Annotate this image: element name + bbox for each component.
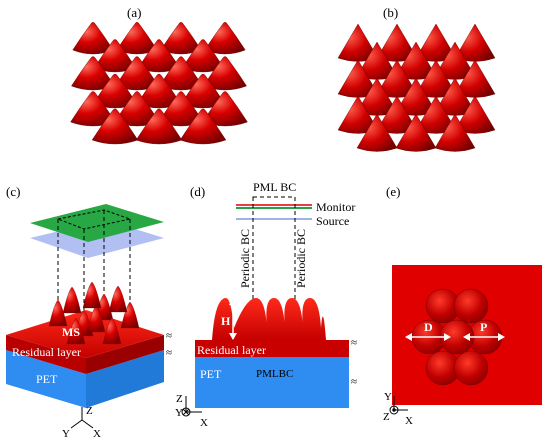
pet-side-right	[86, 350, 164, 408]
diameter-label: D	[424, 320, 433, 334]
pet-label-d: PET	[200, 367, 222, 381]
microstructure-bump	[66, 317, 86, 345]
microstructure-bump	[48, 299, 68, 327]
microstructure-bumps	[48, 281, 140, 345]
source-label: Source	[316, 214, 349, 228]
residual-side-left	[6, 335, 86, 374]
axis-x-label-e: X	[405, 415, 413, 427]
rounded-cone	[116, 22, 158, 55]
rounded-cone	[181, 39, 225, 73]
rounded-cone	[115, 56, 159, 91]
periodic-bc-right-label: Periodic BC	[294, 229, 308, 288]
residual-layer-label: Residual layer	[12, 345, 81, 359]
axis-z-label: Z	[86, 405, 93, 417]
panel-e-top-view: D P Y Z X	[383, 265, 542, 427]
monitor-plane	[30, 204, 164, 242]
axis-z-label-d: Z	[176, 393, 183, 405]
break-symbol: ≈	[166, 330, 172, 342]
panel-c-simulation-domain: MS Residual layer PET ≈ ≈ Z Y X	[6, 204, 172, 440]
unit-cell-outline	[56, 209, 132, 230]
break-symbol: ≈	[351, 376, 357, 388]
pet-side-left	[6, 350, 86, 408]
axis-y-label: Y	[62, 428, 70, 440]
panel-label-a: (a)	[127, 5, 141, 20]
panel-d-cross-section: PML BC Monitor Source Periodic BC Period…	[175, 180, 357, 429]
microstructure-bump	[120, 301, 140, 329]
panel-label-d: (d)	[190, 184, 205, 199]
panel-label-e: (e)	[386, 184, 400, 199]
residual-layer-label-d: Residual layer	[197, 343, 266, 357]
microstructure-bump	[82, 281, 102, 309]
panel-label-b: (b)	[383, 5, 398, 20]
axis-x-label: X	[93, 428, 101, 440]
ms-label: MS	[62, 325, 80, 339]
period-arrow-head	[498, 333, 505, 341]
pet-layer	[195, 357, 349, 408]
break-symbol: ≈	[351, 337, 357, 349]
pml-top-label: PML BC	[253, 180, 296, 194]
height-arrow-head-bottom	[229, 333, 237, 340]
axes-d	[181, 396, 202, 417]
panel-label-c: (c)	[6, 184, 20, 199]
axis-y-label-e: Y	[384, 391, 392, 403]
rounded-cone	[137, 39, 181, 73]
sharp-cone	[434, 113, 476, 152]
rounded-cone	[204, 22, 246, 55]
dome	[453, 350, 489, 386]
rounded-cone	[72, 22, 114, 55]
diameter-arrow-head	[444, 333, 451, 341]
period-label: P	[480, 320, 487, 334]
height-arrow-head-top	[229, 298, 237, 305]
monitor-label: Monitor	[316, 200, 355, 214]
panel-b-sharp-cone-array	[337, 23, 496, 152]
rounded-cone	[202, 91, 248, 127]
axis-z-label-e: Z	[383, 411, 390, 423]
diameter-arrow-head	[405, 333, 412, 341]
axes-c	[70, 407, 94, 429]
microstructure-bump	[62, 286, 82, 314]
height-label: H	[221, 314, 231, 328]
rounded-cone	[91, 108, 139, 145]
rounded-cone	[71, 56, 115, 91]
rounded-cone	[203, 56, 247, 91]
rounded-cone	[160, 22, 202, 55]
panel-a-rounded-cone-array	[70, 22, 248, 145]
pet-label: PET	[36, 372, 58, 386]
microstructure-profile	[195, 298, 349, 340]
microstructure-bump	[108, 285, 128, 313]
rounded-cone	[159, 56, 203, 91]
pml-bottom-label: PMLBC	[256, 368, 293, 380]
rounded-cone	[93, 39, 137, 73]
break-symbol: ≈	[166, 347, 172, 359]
axis-x-label-d: X	[200, 417, 208, 429]
residual-layer	[195, 340, 349, 357]
rounded-cone	[135, 108, 183, 145]
dome	[453, 288, 489, 324]
rounded-cone	[179, 108, 227, 145]
microstructure-bump	[102, 317, 122, 345]
residual-side-right	[86, 335, 164, 374]
axis-y-label-d: Y	[175, 407, 183, 419]
periodic-bc-left-label: Periodic BC	[238, 229, 252, 288]
axes-e	[389, 396, 408, 415]
period-arrow-head	[463, 333, 470, 341]
